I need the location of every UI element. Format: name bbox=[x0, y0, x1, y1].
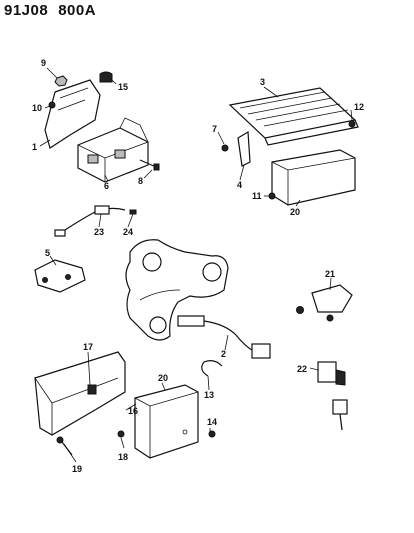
callout-5: 5 bbox=[45, 248, 50, 258]
callout-23: 23 bbox=[94, 227, 104, 237]
leader-lines bbox=[39, 67, 353, 463]
part-bracket-5 bbox=[34, 259, 86, 293]
callout-19: 19 bbox=[72, 464, 82, 474]
part-clamp-13 bbox=[201, 360, 223, 377]
callout-12: 12 bbox=[354, 102, 364, 112]
callout-1: 1 bbox=[32, 142, 37, 152]
part-mounting-plate-3 bbox=[228, 87, 359, 146]
callout-9: 9 bbox=[41, 58, 46, 68]
callout-20-lower: 20 bbox=[158, 373, 168, 383]
diagram-header: 91J08 800A bbox=[4, 2, 106, 19]
callout-3: 3 bbox=[260, 77, 265, 87]
part-nut-12 bbox=[348, 120, 356, 128]
callout-4: 4 bbox=[237, 180, 242, 190]
callout-15: 15 bbox=[118, 82, 128, 92]
part-bolt-8 bbox=[139, 159, 160, 171]
part-control-module-20-lower bbox=[134, 384, 199, 459]
callout-14: 14 bbox=[207, 417, 217, 427]
part-screw-14 bbox=[208, 430, 216, 438]
callout-13: 13 bbox=[204, 390, 214, 400]
part-screw-7 bbox=[221, 144, 229, 152]
part-connector-21 bbox=[296, 284, 353, 322]
callout-17: 17 bbox=[83, 342, 93, 352]
callout-8: 8 bbox=[138, 176, 143, 186]
part-nut-9 bbox=[54, 75, 68, 87]
part-oxygen-sensor-2 bbox=[177, 315, 271, 359]
part-sensor-harness-23 bbox=[54, 205, 126, 237]
callout-labels: 9 15 10 1 6 8 3 12 7 4 11 20 23 24 5 2 1… bbox=[32, 58, 364, 474]
part-exhaust-manifold bbox=[125, 239, 229, 341]
callout-16: 16 bbox=[128, 406, 138, 416]
callout-21: 21 bbox=[325, 269, 335, 279]
part-ignition-switch-22 bbox=[317, 361, 348, 431]
callout-11: 11 bbox=[252, 191, 262, 201]
diagram-code-1: 91J08 bbox=[4, 2, 49, 19]
part-control-module-20-upper bbox=[271, 149, 356, 206]
part-screw-10 bbox=[48, 101, 56, 109]
part-bracket-4 bbox=[237, 130, 251, 167]
diagram-code-2: 800A bbox=[58, 2, 97, 19]
callout-10: 10 bbox=[32, 103, 42, 113]
part-nut-18 bbox=[117, 430, 125, 438]
callout-18: 18 bbox=[118, 452, 128, 462]
callout-22: 22 bbox=[297, 364, 307, 374]
callout-6: 6 bbox=[104, 181, 109, 191]
callout-24: 24 bbox=[123, 227, 133, 237]
callout-20-upper: 20 bbox=[290, 207, 300, 217]
part-bracket-1 bbox=[44, 79, 101, 149]
callout-7: 7 bbox=[212, 124, 217, 134]
callout-2: 2 bbox=[221, 349, 226, 359]
part-grommet-15 bbox=[99, 71, 113, 83]
part-clip-24 bbox=[129, 209, 137, 215]
part-relay-module-6 bbox=[77, 117, 149, 183]
part-tray-17 bbox=[34, 351, 126, 436]
